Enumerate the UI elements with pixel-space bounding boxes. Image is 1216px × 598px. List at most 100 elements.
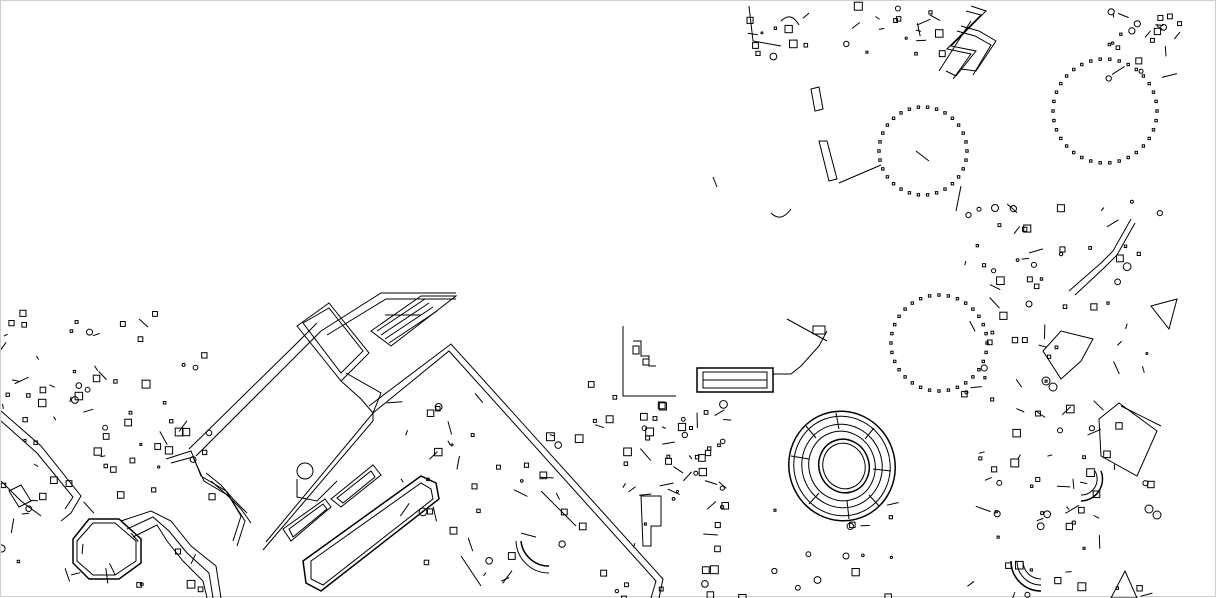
ruin-fragment — [521, 533, 536, 537]
ruin-fragment — [885, 594, 892, 598]
ruin-fragment — [1101, 208, 1104, 211]
ruin-fragment — [1044, 511, 1051, 518]
ruin-fragment — [104, 464, 108, 468]
ruin-fragment — [1129, 28, 1135, 34]
ruin-fragment — [595, 425, 604, 428]
ruin-fragment — [790, 40, 798, 48]
ruin-fragment — [1137, 586, 1142, 591]
ruin-fragment — [160, 431, 167, 444]
ruin-fragment — [1134, 21, 1140, 27]
post-hole — [1127, 63, 1129, 65]
dotted-circle-northeast — [1052, 58, 1158, 164]
post-hole — [978, 315, 980, 317]
post-hole — [908, 108, 910, 110]
ruin-fragment — [1107, 302, 1109, 304]
ruin-fragment — [75, 321, 78, 324]
ruin-fragment — [209, 494, 215, 500]
post-hole — [944, 112, 946, 114]
ruin-fragment — [678, 423, 685, 430]
post-hole — [911, 302, 913, 304]
post-hole — [1060, 137, 1062, 139]
ruin-fragment — [170, 420, 173, 423]
ruin-fragment — [606, 416, 613, 423]
ruin-fragment — [198, 587, 203, 592]
ruin-fragment — [120, 322, 125, 327]
post-hole — [938, 294, 940, 296]
ruin-fragment — [930, 15, 940, 20]
ruin-fragment — [125, 419, 132, 426]
ruin-fragment — [118, 492, 125, 499]
ruin-fragment — [1014, 227, 1020, 234]
post-hole — [879, 159, 881, 161]
ruin-fragment — [979, 457, 982, 460]
ruin-fragment — [51, 477, 58, 484]
ruin-fragment — [1041, 512, 1044, 515]
post-hole — [1090, 60, 1092, 62]
ruin-fragment — [450, 527, 457, 534]
ruin-fragment — [677, 491, 679, 493]
post-hole — [1156, 110, 1158, 112]
ruin-fragment — [1137, 252, 1140, 255]
ruin-fragment — [844, 41, 849, 46]
post-hole — [878, 150, 880, 152]
ruin-fragment — [433, 507, 436, 522]
ruin-fragment — [1031, 262, 1036, 267]
ruin-fragment — [1146, 353, 1148, 355]
ruin-fragment — [1168, 14, 1173, 19]
ruin-fragment — [683, 472, 691, 481]
post-hole — [919, 386, 921, 388]
ruin-fragment — [70, 397, 71, 402]
ruin-fragment — [915, 52, 918, 55]
post-hole — [957, 176, 959, 178]
post-hole — [898, 315, 900, 317]
ruin-fragment — [1055, 346, 1058, 349]
ruin-fragment — [1057, 205, 1064, 212]
ruin-fragment — [153, 312, 158, 317]
left-diagonal-building — [1, 411, 81, 521]
ruin-fragment — [624, 448, 632, 456]
post-hole — [1142, 145, 1144, 147]
ruin-fragment — [435, 448, 442, 455]
ruin-fragment — [1112, 67, 1125, 75]
ruin-fragment — [715, 410, 725, 416]
post-hole — [1152, 129, 1154, 131]
ruin-fragment — [191, 554, 196, 564]
ruin-fragment — [111, 467, 117, 473]
ruin-fragment — [916, 30, 921, 32]
ruin-fragment — [682, 432, 687, 437]
ruin-fragment — [1116, 46, 1120, 50]
ruin-fragment — [547, 433, 555, 441]
ruin-fragment — [1154, 28, 1160, 34]
ruin-fragment — [22, 323, 27, 328]
post-hole — [1073, 151, 1075, 153]
ruin-fragment — [17, 560, 19, 562]
ruin-fragment — [1012, 337, 1017, 342]
post-hole — [882, 132, 884, 134]
ruin-fragment — [1037, 518, 1044, 520]
ruin-fragment — [1029, 249, 1043, 253]
ruin-fragment — [1157, 211, 1162, 216]
ruin-fragment — [628, 487, 635, 492]
ruin-fragment — [707, 592, 714, 598]
post-hole — [928, 295, 930, 297]
ruin-fragment — [1115, 279, 1121, 285]
ruin-fragment — [503, 571, 512, 584]
ruin-fragment — [477, 509, 480, 512]
ruin-fragment — [486, 558, 493, 565]
ruin-fragment — [401, 479, 403, 483]
ruin-fragment — [1022, 338, 1027, 343]
ruin-fragment — [640, 449, 650, 461]
ruin-fragment — [457, 456, 460, 470]
post-hole — [926, 194, 928, 196]
ruin-fragment — [142, 380, 150, 388]
ruin-fragment — [862, 554, 865, 557]
ruin-fragment — [998, 224, 1001, 227]
post-hole — [891, 332, 893, 334]
ruin-fragment — [966, 213, 971, 218]
post-hole — [917, 106, 919, 108]
ruin-fragment — [9, 321, 14, 326]
stoa-building — [697, 319, 827, 392]
post-hole — [972, 308, 974, 310]
ruin-fragment — [1107, 220, 1118, 227]
